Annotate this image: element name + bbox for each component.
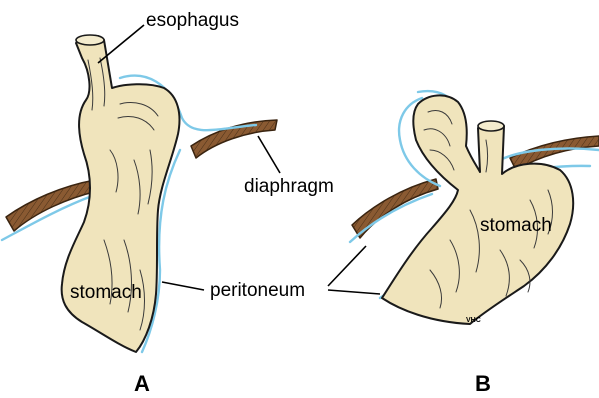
panel-label-b: B <box>475 371 491 396</box>
stomach-label-b: stomach <box>480 215 552 236</box>
stomach-label-a: stomach <box>70 282 142 303</box>
panel-b-esophagus-opening <box>478 121 504 131</box>
diaphragm-leader-line <box>258 136 280 173</box>
esophagus-label: esophagus <box>146 10 239 31</box>
peritoneum-label: peritoneum <box>210 280 305 301</box>
panel-b-stomach <box>382 95 573 324</box>
diaphragm-label: diaphragm <box>244 176 334 197</box>
peritoneum-leader-right-upper <box>328 246 366 286</box>
peritoneum-leader-left <box>162 282 204 290</box>
panel-a-esophagus-opening <box>76 35 104 45</box>
artist-signature: VHC <box>466 317 481 324</box>
panel-label-a: A <box>134 371 150 396</box>
peritoneum-leader-right-lower <box>328 290 380 294</box>
